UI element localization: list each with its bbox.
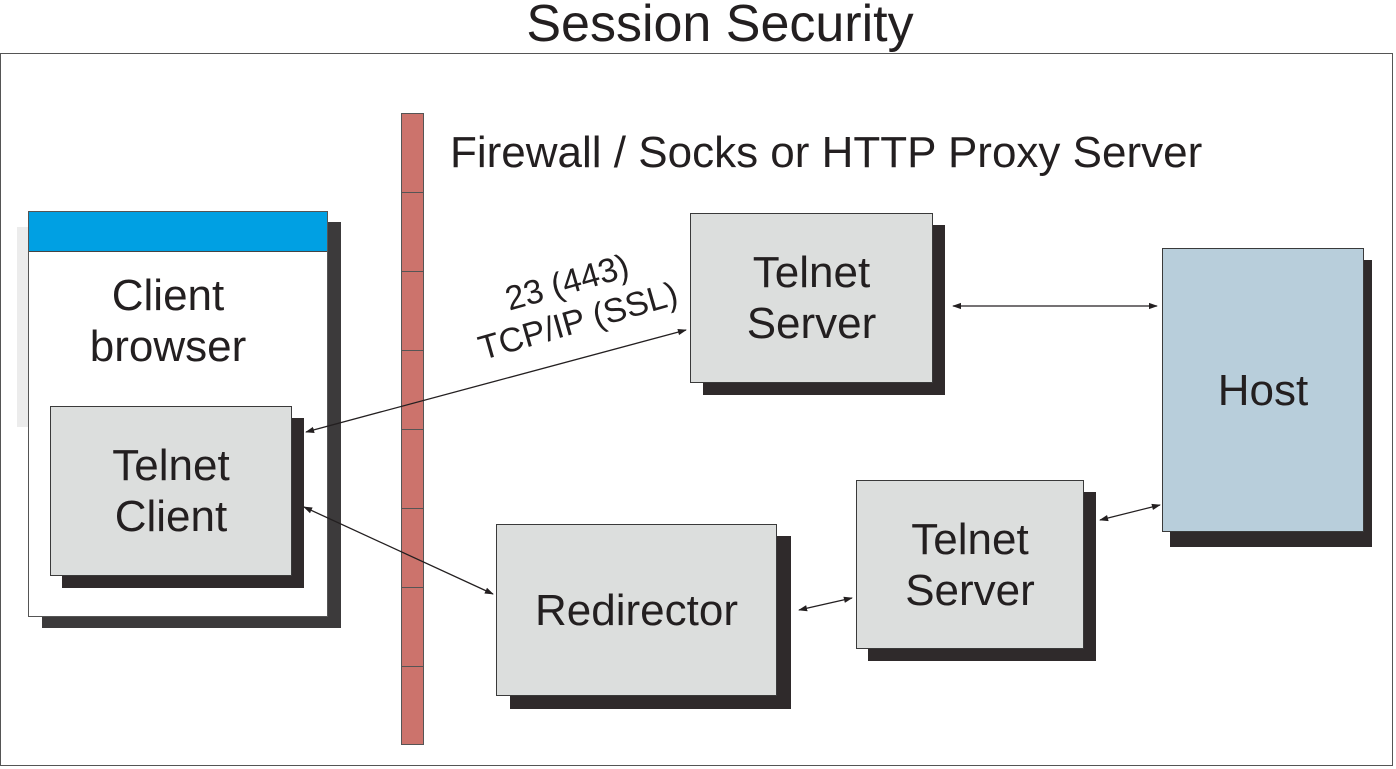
client-browser-label: Client browser: [28, 270, 308, 372]
redirector-label: Redirector: [535, 585, 738, 635]
telnet-client-line1: Telnet: [112, 441, 230, 490]
telnet-client-line2: Client: [114, 492, 228, 541]
telnet-server-top-line1: Telnet: [752, 248, 871, 297]
host-label: Host: [1217, 365, 1309, 415]
diagram-frame: [0, 53, 1393, 766]
client-browser-titlebar: [29, 212, 327, 252]
host-box: Host: [1162, 248, 1364, 532]
wall-brick: [401, 666, 424, 745]
redirector-box: Redirector: [496, 524, 777, 696]
connector-client-to-server-top: [305, 329, 687, 433]
connector-redirector-to-server-bottom: [798, 596, 853, 612]
telnet-server-bottom-box: Telnet Server: [856, 480, 1084, 649]
client-browser-label-line1: Client: [111, 271, 225, 320]
client-browser-label-line2: browser: [89, 322, 247, 371]
telnet-server-top-line2: Server: [746, 299, 877, 348]
telnet-server-bottom-line1: Telnet: [911, 514, 1029, 564]
telnet-server-bottom-line2: Server: [905, 565, 1035, 615]
connector-client-to-redirector: [303, 506, 494, 595]
telnet-client-box: Telnet Client: [50, 406, 292, 576]
telnet-server-top-box: Telnet Server: [690, 213, 933, 383]
connector-server-bottom-to-host: [1099, 503, 1161, 522]
firewall-label: Firewall / Socks or HTTP Proxy Server: [450, 128, 1203, 177]
diagram-title: Session Security: [526, 0, 914, 53]
